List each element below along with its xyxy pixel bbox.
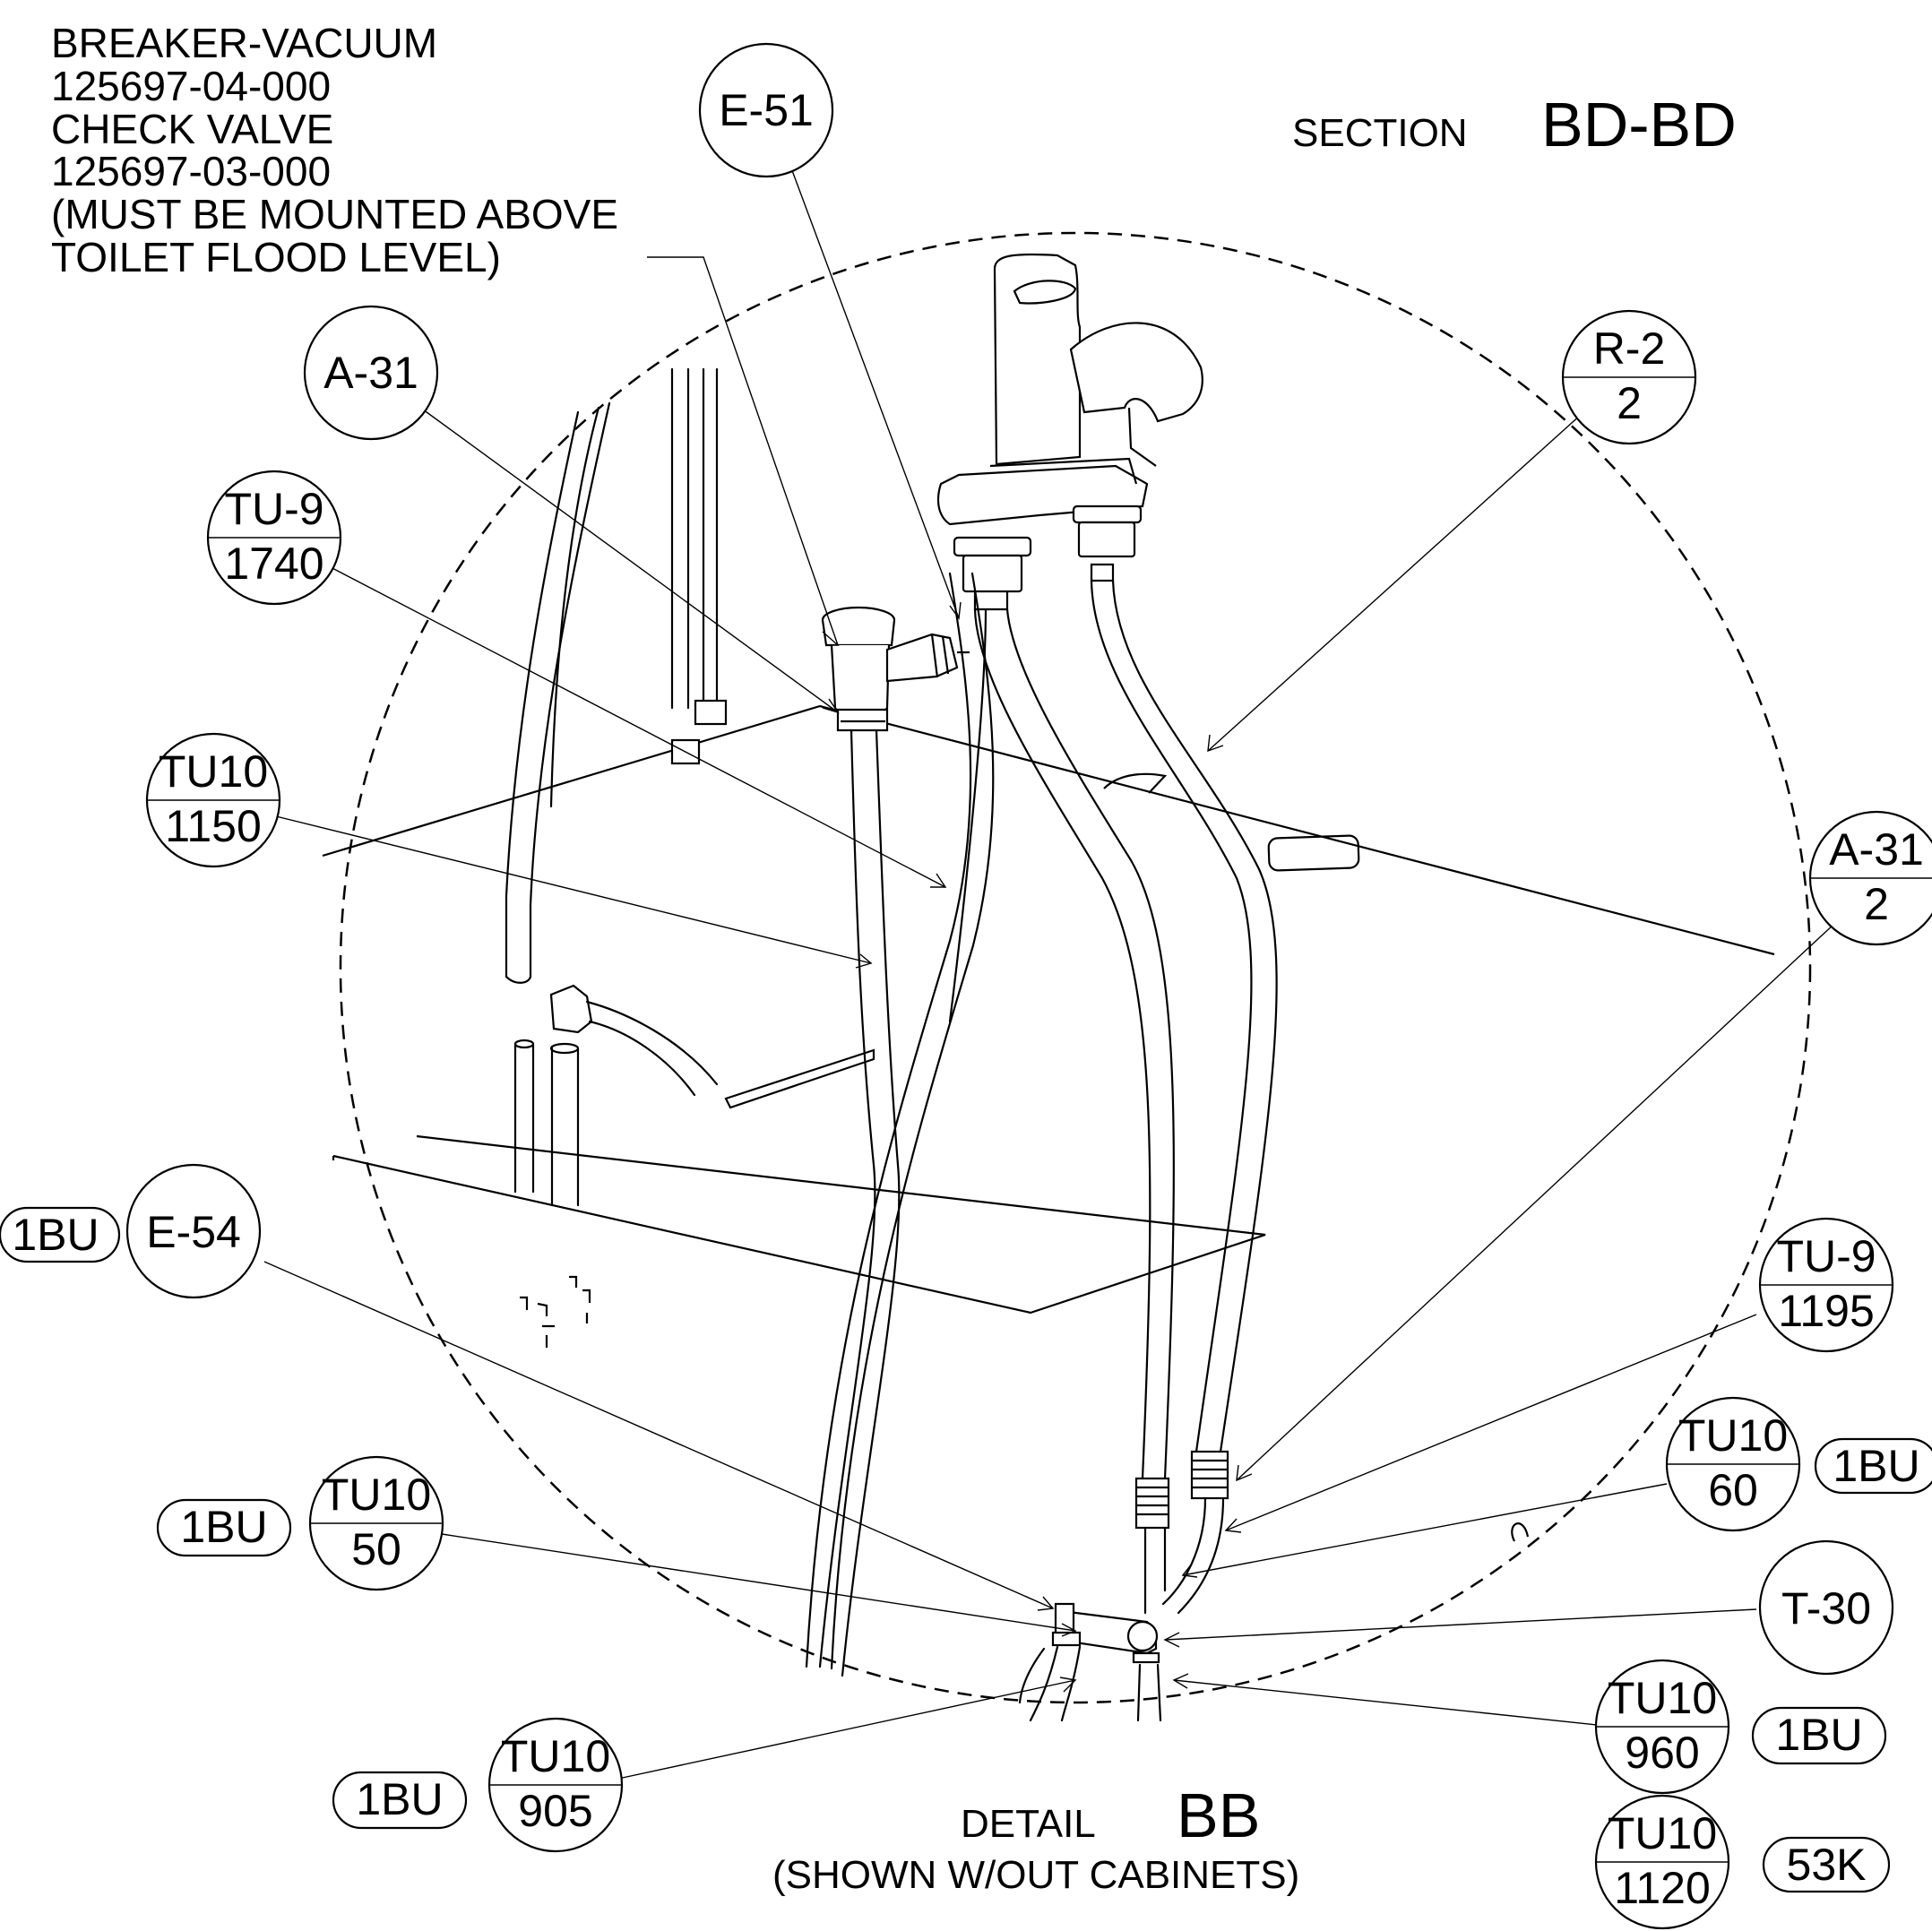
faucet xyxy=(936,253,1203,611)
balloon-bottom: 50 xyxy=(351,1524,401,1574)
balloon-e54: E-54 xyxy=(125,1163,262,1299)
balloon-tu10-1150: TU10 1150 xyxy=(145,732,281,868)
vacuum-breaker-note: BREAKER-VACUUM 125697-04-000 CHECK VALVE… xyxy=(51,20,618,280)
balloon-tu10-960: TU10 960 xyxy=(1594,1659,1730,1795)
balloon-top: TU10 xyxy=(1608,1673,1717,1723)
section-id: BD-BD xyxy=(1541,90,1737,159)
detail-boundary-circle xyxy=(339,231,1812,1704)
note-line-2: 125697-04-000 xyxy=(51,63,331,109)
detail-prefix: DETAIL xyxy=(961,1802,1096,1846)
mounting-screws xyxy=(520,1275,591,1348)
balloon-top: A-31 xyxy=(1829,824,1924,875)
balloon-bottom: 1740 xyxy=(224,539,323,589)
tag-1bu-e54: 1BU xyxy=(0,1206,121,1263)
balloon-label: E-51 xyxy=(719,85,814,135)
basin-tray xyxy=(332,1048,1266,1315)
balloon-tu10-60: TU10 60 xyxy=(1665,1396,1801,1532)
tag-label: 1BU xyxy=(12,1210,99,1260)
detail-id: BB xyxy=(1177,1780,1260,1850)
detail-caption: (SHOWN W/OUT CABINETS) xyxy=(772,1853,1299,1897)
tag-label: 1BU xyxy=(1833,1441,1919,1491)
tag-label: 1BU xyxy=(180,1502,267,1552)
tag-label: 1BU xyxy=(356,1774,443,1824)
balloon-t30: T-30 xyxy=(1758,1539,1894,1676)
balloon-label: T-30 xyxy=(1781,1583,1871,1634)
balloon-tu9-1195: TU-9 1195 xyxy=(1758,1217,1894,1353)
balloon-tu10-905: TU10 905 xyxy=(487,1717,624,1853)
balloon-top: TU10 xyxy=(1608,1808,1717,1858)
balloon-bottom: 905 xyxy=(518,1786,592,1836)
section-prefix: SECTION xyxy=(1292,111,1468,155)
note-line-5: (MUST BE MOUNTED ABOVE xyxy=(51,191,618,237)
tag-1bu-50: 1BU xyxy=(156,1498,292,1557)
balloon-top: TU-9 xyxy=(224,484,323,534)
balloon-top: TU10 xyxy=(501,1731,610,1781)
leader-lines xyxy=(263,165,1836,1780)
tag-1bu-60: 1BU xyxy=(1814,1437,1932,1495)
tag-label: 53K xyxy=(1787,1840,1867,1890)
balloon-bottom: 1150 xyxy=(165,801,262,851)
balloon-bottom: 1120 xyxy=(1614,1863,1711,1913)
detail-title: DETAIL BB (SHOWN W/OUT CABINETS) xyxy=(772,1780,1299,1897)
note-line-3: CHECK VALVE xyxy=(51,106,333,152)
balloon-bottom: 1195 xyxy=(1778,1286,1875,1336)
tag-label: 1BU xyxy=(1775,1710,1862,1760)
balloon-a31: A-31 xyxy=(303,305,439,441)
balloon-top: R-2 xyxy=(1593,323,1666,374)
tag-1bu-905: 1BU xyxy=(332,1771,468,1830)
tag-53k: 53K xyxy=(1762,1836,1891,1893)
note-line-4: 125697-03-000 xyxy=(51,148,331,194)
balloon-top: TU-9 xyxy=(1776,1231,1876,1281)
balloon-bottom: 2 xyxy=(1864,879,1889,929)
balloon-bottom: 60 xyxy=(1708,1465,1758,1515)
balloon-bottom: 960 xyxy=(1625,1728,1699,1778)
balloon-a31-2: A-31 2 xyxy=(1808,810,1932,946)
balloon-top: TU10 xyxy=(1678,1410,1788,1461)
tag-1bu-960: 1BU xyxy=(1751,1706,1887,1765)
countertop-outline xyxy=(322,704,1775,956)
balloon-e51: E-51 xyxy=(698,42,834,178)
tubes xyxy=(505,367,1278,1677)
note-line-6: TOILET FLOOD LEVEL) xyxy=(51,234,501,280)
balloon-r2: R-2 2 xyxy=(1561,309,1697,445)
balloon-top: TU10 xyxy=(322,1470,431,1520)
note-line-1: BREAKER-VACUUM xyxy=(51,20,437,66)
vacuum-breaker-check-valve xyxy=(821,606,970,732)
balloon-label: A-31 xyxy=(323,348,418,398)
balloon-tu10-1120: TU10 1120 xyxy=(1594,1794,1730,1930)
balloon-label: E-54 xyxy=(146,1207,241,1257)
balloon-top: TU10 xyxy=(159,746,268,797)
section-title: SECTION BD-BD xyxy=(1292,90,1737,159)
balloon-tu10-50: TU10 50 xyxy=(308,1455,444,1591)
balloon-tu9-1740: TU-9 1740 xyxy=(206,470,342,606)
tee-fittings xyxy=(1018,1450,1530,1722)
balloon-bottom: 2 xyxy=(1617,378,1642,428)
